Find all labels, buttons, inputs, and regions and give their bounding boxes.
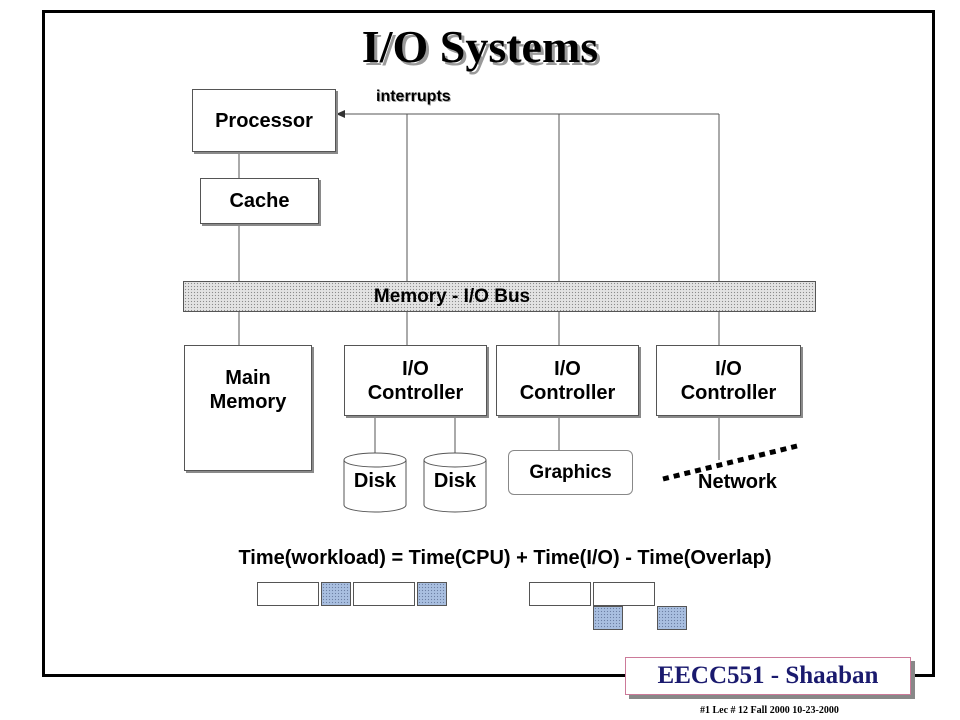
cpu-time-block-1: [257, 582, 319, 606]
main-memory-line1: Main: [225, 367, 271, 389]
slide-footer: #1 Lec # 12 Fall 2000 10-23-2000: [700, 705, 839, 716]
disk-1-label: Disk: [353, 470, 397, 492]
network-label: Network: [698, 471, 777, 493]
io-controller-3-line2: Controller: [680, 381, 777, 404]
disk-1-cylinder: [343, 460, 407, 513]
main-memory-line2: Memory: [209, 391, 287, 413]
io-controller-2-line1: I/O: [554, 357, 581, 380]
disk-2-cylinder: [423, 460, 487, 513]
main-memory-box: Main Memory: [184, 345, 312, 471]
disk-1-top: [343, 452, 407, 468]
disk-2-label: Disk: [433, 470, 477, 492]
interrupt-arrowhead: [336, 110, 345, 118]
cpu-time-block-4: [593, 582, 655, 606]
disk-shapes: [343, 452, 487, 513]
io-controller-1: I/O Controller: [344, 345, 487, 416]
io-controller-2-line2: Controller: [519, 381, 616, 404]
io-controller-1-line1: I/O: [402, 357, 429, 380]
cache-box: Cache: [200, 178, 319, 224]
cpu-time-block-3: [529, 582, 591, 606]
bus-label: Memory - I/O Bus: [373, 285, 531, 307]
processor-label: Processor: [215, 109, 313, 132]
course-badge: EECC551 - Shaaban: [625, 657, 911, 695]
slide-frame: [42, 10, 935, 677]
disk-2-top: [423, 452, 487, 468]
io-time-block-2: [417, 582, 447, 606]
io-controller-3: I/O Controller: [656, 345, 801, 416]
cpu-time-block-2: [353, 582, 415, 606]
slide-title: I/O Systems: [361, 21, 599, 72]
graphics-box: Graphics: [508, 450, 633, 495]
network-dotted-line: [662, 443, 798, 482]
io-overlap-block-1: [593, 606, 623, 630]
cache-label: Cache: [229, 190, 290, 212]
memory-io-bus: Memory - I/O Bus: [183, 281, 816, 312]
workload-equation: Time(workload) = Time(CPU) + Time(I/O) -…: [238, 547, 772, 569]
io-time-block-1: [321, 582, 351, 606]
io-overlap-block-2: [657, 606, 687, 630]
io-controller-3-line1: I/O: [715, 357, 742, 380]
interrupts-label: interrupts: [376, 88, 451, 105]
io-controller-2: I/O Controller: [496, 345, 639, 416]
graphics-label: Graphics: [529, 461, 612, 483]
io-controller-1-line2: Controller: [367, 381, 464, 404]
processor-box: Processor: [192, 89, 336, 152]
